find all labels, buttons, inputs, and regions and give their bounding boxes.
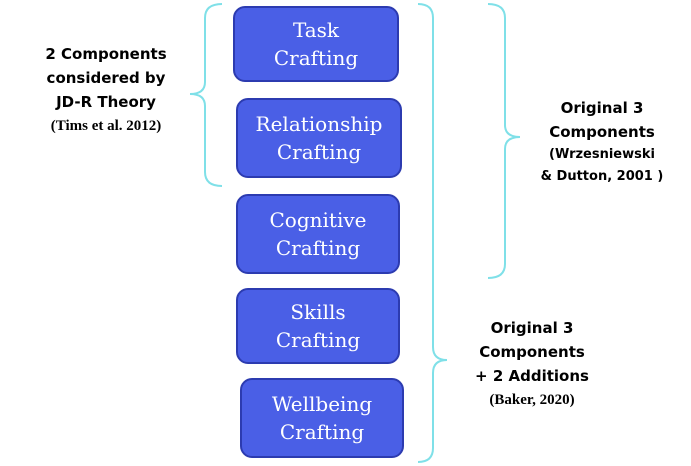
box-wellbeing-line2: Crafting bbox=[279, 420, 365, 444]
right-brace-original-3 bbox=[487, 3, 521, 279]
box-skills-line1: Skills bbox=[290, 300, 346, 324]
box-cognitive-line2: Crafting bbox=[275, 236, 361, 260]
box-skills-line2: Crafting bbox=[275, 328, 361, 352]
label-jdr-citation: (Tims et al. 2012) bbox=[50, 118, 162, 134]
box-relationship-crafting: Relationship Crafting bbox=[236, 98, 402, 178]
label-original-3-citation2: & Dutton, 2001 ) bbox=[540, 169, 664, 184]
box-relationship-line2: Crafting bbox=[276, 140, 362, 164]
box-wellbeing-line1: Wellbeing bbox=[271, 392, 373, 416]
label-jdr-line1: 2 Components bbox=[45, 45, 167, 63]
label-baker-additions: Original 3 Components + 2 Additions (Bak… bbox=[452, 316, 612, 412]
label-original-3-citation1: (Wrzesniewski bbox=[549, 147, 655, 162]
label-original-3-line1: Original 3 bbox=[560, 99, 644, 117]
box-task-crafting: Task Crafting bbox=[233, 6, 399, 82]
box-task-line2: Crafting bbox=[273, 46, 359, 70]
left-brace-jdr bbox=[189, 3, 223, 187]
box-relationship-line1: Relationship bbox=[255, 112, 383, 136]
label-jdr-line3: JD-R Theory bbox=[56, 93, 156, 111]
box-skills-crafting: Skills Crafting bbox=[236, 288, 400, 364]
label-baker-line2: Components bbox=[479, 343, 585, 361]
right-brace-all-five bbox=[417, 3, 448, 463]
label-baker-citation: (Baker, 2020) bbox=[489, 392, 575, 408]
label-jdr-theory: 2 Components considered by JD-R Theory (… bbox=[22, 42, 190, 138]
box-wellbeing-crafting: Wellbeing Crafting bbox=[240, 378, 404, 458]
label-baker-line3: + 2 Additions bbox=[475, 367, 589, 385]
label-original-3: Original 3 Components (Wrzesniewski & Du… bbox=[522, 96, 682, 188]
label-original-3-line2: Components bbox=[549, 123, 655, 141]
box-cognitive-line1: Cognitive bbox=[269, 208, 367, 232]
box-cognitive-crafting: Cognitive Crafting bbox=[236, 194, 400, 274]
label-jdr-line2: considered by bbox=[46, 69, 166, 87]
label-baker-line1: Original 3 bbox=[490, 319, 574, 337]
box-task-line1: Task bbox=[292, 18, 340, 42]
